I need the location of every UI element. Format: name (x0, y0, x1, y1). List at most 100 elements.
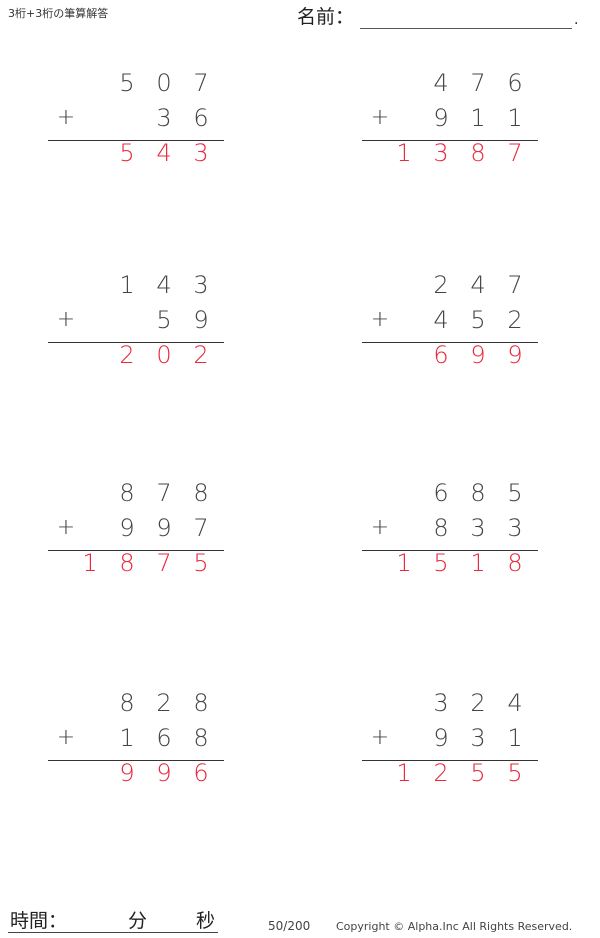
operand-digit: 2 (507, 306, 523, 334)
sum-line (362, 342, 538, 343)
operand-digit: 7 (193, 514, 209, 542)
operand-digit: 5 (156, 306, 172, 334)
operand-digit: 4 (156, 271, 172, 299)
answer-digit: 2 (119, 341, 135, 369)
answer-digit: 1 (82, 549, 98, 577)
answer-digit: 9 (119, 759, 135, 787)
operand-digit: 9 (193, 306, 209, 334)
operand-digit: 1 (507, 724, 523, 752)
operand-digit: 2 (156, 689, 172, 717)
answer-digit: 7 (156, 549, 172, 577)
name-end-mark: . (574, 12, 579, 28)
name-label: 名前： (297, 6, 355, 28)
operand-digit: 8 (470, 479, 486, 507)
sum-line (48, 550, 224, 551)
operand-digit: 5 (119, 69, 135, 97)
name-field-area: 名前： . (297, 5, 578, 29)
operand-digit: 3 (470, 724, 486, 752)
time-record-field[interactable]: 時間： 分 秒 (8, 906, 218, 933)
answer-digit: 2 (193, 341, 209, 369)
operand-digit: 8 (119, 479, 135, 507)
worksheet-title: 3桁+3桁の筆算解答 (8, 7, 109, 20)
operand-digit: 3 (193, 271, 209, 299)
sum-line (48, 140, 224, 141)
answer-digit: 5 (470, 759, 486, 787)
sum-line (362, 550, 538, 551)
operand-digit: 1 (507, 104, 523, 132)
answer-digit: 5 (507, 759, 523, 787)
plus-sign: + (370, 515, 390, 540)
answer-digit: 7 (507, 139, 523, 167)
operand-digit: 1 (119, 271, 135, 299)
answer-digit: 6 (193, 759, 209, 787)
answer-digit: 9 (507, 341, 523, 369)
answer-digit: 6 (433, 341, 449, 369)
operand-digit: 4 (433, 69, 449, 97)
operand-digit: 3 (433, 689, 449, 717)
operand-digit: 3 (156, 104, 172, 132)
operand-digit: 4 (507, 689, 523, 717)
answer-digit: 1 (396, 139, 412, 167)
plus-sign: + (370, 105, 390, 130)
operand-digit: 9 (433, 104, 449, 132)
sum-line (48, 342, 224, 343)
operand-digit: 6 (193, 104, 209, 132)
operand-digit: 9 (156, 514, 172, 542)
operand-digit: 4 (433, 306, 449, 334)
operand-digit: 5 (507, 479, 523, 507)
plus-sign: + (56, 725, 76, 750)
operand-digit: 8 (433, 514, 449, 542)
copyright-notice: Copyright © Alpha.Inc All Rights Reserve… (336, 920, 573, 933)
operand-digit: 5 (470, 306, 486, 334)
plus-sign: + (370, 307, 390, 332)
answer-digit: 4 (156, 139, 172, 167)
operand-digit: 0 (156, 69, 172, 97)
seconds-label: 秒 (196, 910, 216, 932)
operand-digit: 3 (507, 514, 523, 542)
sum-line (362, 760, 538, 761)
minutes-label: 分 (128, 910, 148, 932)
plus-sign: + (56, 105, 76, 130)
answer-digit: 9 (156, 759, 172, 787)
answer-digit: 8 (119, 549, 135, 577)
answer-digit: 5 (193, 549, 209, 577)
time-label: 時間： (10, 910, 68, 932)
answer-digit: 5 (119, 139, 135, 167)
answer-digit: 3 (433, 139, 449, 167)
operand-digit: 7 (470, 69, 486, 97)
operand-digit: 7 (507, 271, 523, 299)
operand-digit: 8 (193, 724, 209, 752)
answer-digit: 1 (470, 549, 486, 577)
answer-digit: 8 (507, 549, 523, 577)
name-input-line[interactable] (360, 6, 573, 29)
operand-digit: 3 (470, 514, 486, 542)
answer-digit: 1 (396, 759, 412, 787)
plus-sign: + (370, 725, 390, 750)
answer-digit: 8 (470, 139, 486, 167)
operand-digit: 8 (193, 689, 209, 717)
